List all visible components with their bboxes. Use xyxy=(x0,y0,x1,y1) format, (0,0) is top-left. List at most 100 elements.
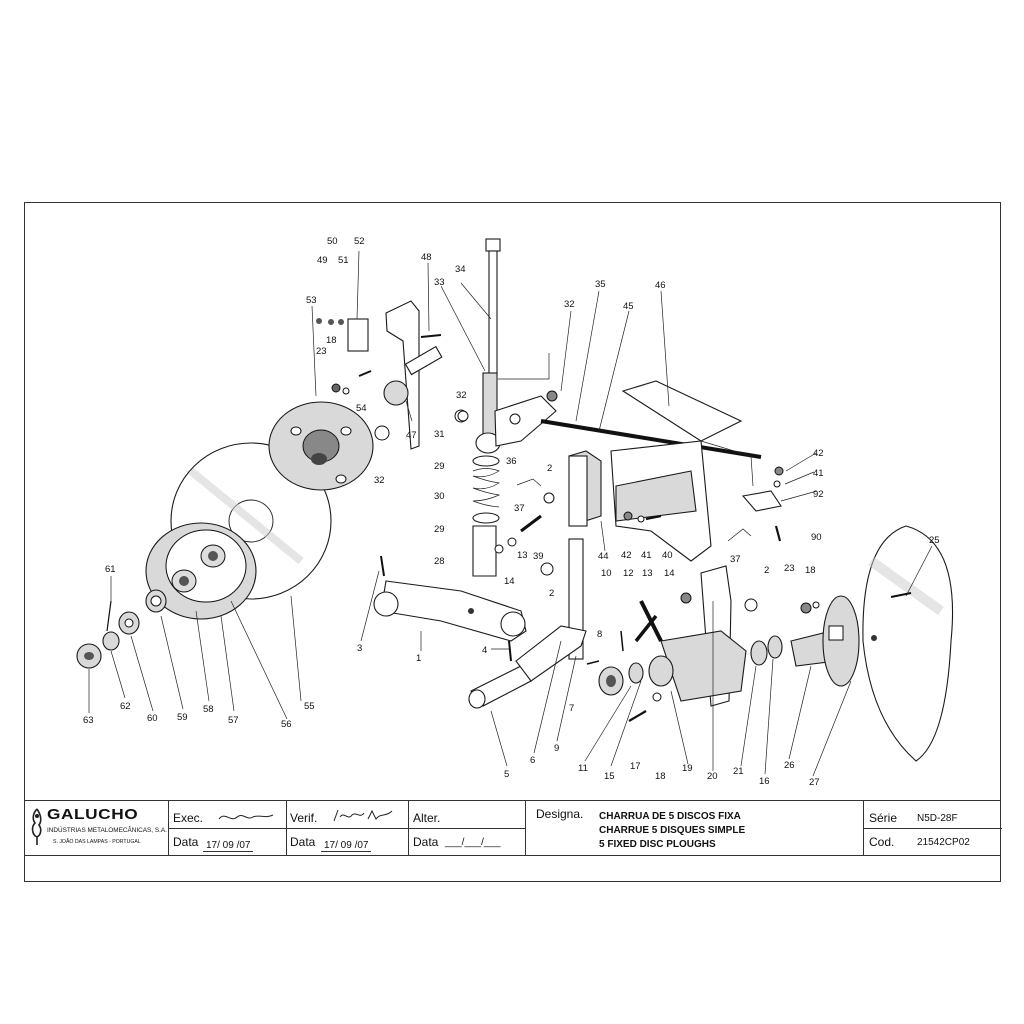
callout-32: 32 xyxy=(456,390,467,401)
callout-36: 36 xyxy=(506,456,517,467)
callout-52: 52 xyxy=(354,236,365,247)
callout-35: 35 xyxy=(595,279,606,290)
callout-30: 30 xyxy=(434,491,445,502)
pin-5 xyxy=(468,665,532,709)
callout-2: 2 xyxy=(547,463,552,474)
callout-18: 18 xyxy=(655,771,666,782)
callout-14: 14 xyxy=(664,568,675,579)
small-parts-right xyxy=(457,390,784,665)
callout-90: 90 xyxy=(811,532,822,543)
callout-14: 14 xyxy=(504,576,515,587)
callout-32: 32 xyxy=(374,475,385,486)
alter-date: ___/___/___ xyxy=(445,837,501,848)
callout-18: 18 xyxy=(805,565,816,576)
hub-27 xyxy=(822,595,860,687)
callout-49: 49 xyxy=(317,255,328,266)
callout-27: 27 xyxy=(809,777,820,788)
serie-value: N5D-28F xyxy=(917,813,958,824)
callout-59: 59 xyxy=(177,712,188,723)
bracket-47-group xyxy=(316,300,443,450)
plate-92 xyxy=(741,490,782,512)
callout-45: 45 xyxy=(623,301,634,312)
callout-47: 47 xyxy=(406,430,417,441)
arm-1-group xyxy=(373,555,527,662)
callout-60: 60 xyxy=(147,713,158,724)
company-name: GALUCHO xyxy=(47,806,139,823)
exec-date-label: Data xyxy=(173,835,199,849)
verif-date: 17/ 09 /07 xyxy=(321,840,372,852)
bearing-16 xyxy=(767,635,783,659)
serie-label: Série xyxy=(869,811,898,825)
callout-53: 53 xyxy=(306,295,317,306)
callout-23: 23 xyxy=(316,346,327,357)
callout-3: 3 xyxy=(357,643,362,654)
callout-12: 12 xyxy=(623,568,634,579)
callout-48: 48 xyxy=(421,252,432,263)
callout-41: 41 xyxy=(641,550,652,561)
callout-2: 2 xyxy=(549,588,554,599)
callout-58: 58 xyxy=(203,704,214,715)
spring-adjuster-group xyxy=(454,238,557,577)
callout-28: 28 xyxy=(434,556,445,567)
exec-signature-icon xyxy=(218,814,274,820)
left-disc-assembly xyxy=(76,401,374,669)
plate-52 xyxy=(347,318,369,352)
cod-value: 21542CP02 xyxy=(917,837,970,848)
bracket-47 xyxy=(385,300,420,450)
verif-signature-icon xyxy=(333,809,393,822)
callout-21: 21 xyxy=(733,766,744,777)
designation-fr: CHARRUE 5 DISQUES SIMPLE xyxy=(599,825,746,836)
callout-92: 92 xyxy=(813,489,824,500)
callout-31: 31 xyxy=(434,429,445,440)
alter-date-label: Data xyxy=(413,835,439,849)
callout-20: 20 xyxy=(707,771,718,782)
designation-label: Designa. xyxy=(536,807,584,821)
nut-62 xyxy=(102,631,120,651)
callout-29: 29 xyxy=(434,461,445,472)
callout-4: 4 xyxy=(482,645,487,656)
alter-label: Alter. xyxy=(413,811,441,825)
callout-26: 26 xyxy=(784,760,795,771)
callout-19: 19 xyxy=(682,763,693,774)
callout-46: 46 xyxy=(655,280,666,291)
plate-46 xyxy=(621,380,743,442)
cod-label: Cod. xyxy=(869,835,895,849)
title-block: GALUCHO INDÚSTRIAS METALOMECÂNICAS, S.A.… xyxy=(24,800,1002,856)
callout-23: 23 xyxy=(784,563,795,574)
callout-29: 29 xyxy=(434,524,445,535)
callout-56: 56 xyxy=(281,719,292,730)
callout-16: 16 xyxy=(759,776,770,787)
frame-group xyxy=(540,380,762,562)
callout-25: 25 xyxy=(929,535,940,546)
collar-19 xyxy=(648,655,674,687)
callout-61: 61 xyxy=(105,564,116,575)
callout-34: 34 xyxy=(455,264,466,275)
leader-lines xyxy=(88,250,933,777)
washer-21 xyxy=(750,640,768,666)
callout-40: 40 xyxy=(662,550,673,561)
callout-7: 7 xyxy=(569,703,574,714)
drawing-sheet: 1 2 2 2 3 4 5 6 7 8 9 10 11 12 13 13 14 … xyxy=(24,202,1001,882)
callout-33: 33 xyxy=(434,277,445,288)
callout-18: 18 xyxy=(326,335,337,346)
disc-25 xyxy=(862,525,954,762)
callout-9: 9 xyxy=(554,743,559,754)
callout-8: 8 xyxy=(597,629,602,640)
callout-42: 42 xyxy=(813,448,824,459)
callout-10: 10 xyxy=(601,568,612,579)
callout-57: 57 xyxy=(228,715,239,726)
callout-5: 5 xyxy=(504,769,509,780)
callout-6: 6 xyxy=(530,755,535,766)
company-subtitle: INDÚSTRIAS METALOMECÂNICAS, S.A. xyxy=(47,827,167,834)
callout-44: 44 xyxy=(598,551,609,562)
callout-63: 63 xyxy=(83,715,94,726)
callout-62: 62 xyxy=(120,701,131,712)
exec-date: 17/ 09 /07 xyxy=(203,840,254,852)
designation-pt: CHARRUA DE 5 DISCOS FIXA xyxy=(599,811,741,822)
callout-32: 32 xyxy=(564,299,575,310)
callout-42: 42 xyxy=(621,550,632,561)
callout-13: 13 xyxy=(642,568,653,579)
exploded-parts-diagram: 1 2 2 2 3 4 5 6 7 8 9 10 11 12 13 13 14 … xyxy=(76,236,954,788)
callout-55: 55 xyxy=(304,701,315,712)
callout-54: 54 xyxy=(356,403,367,414)
